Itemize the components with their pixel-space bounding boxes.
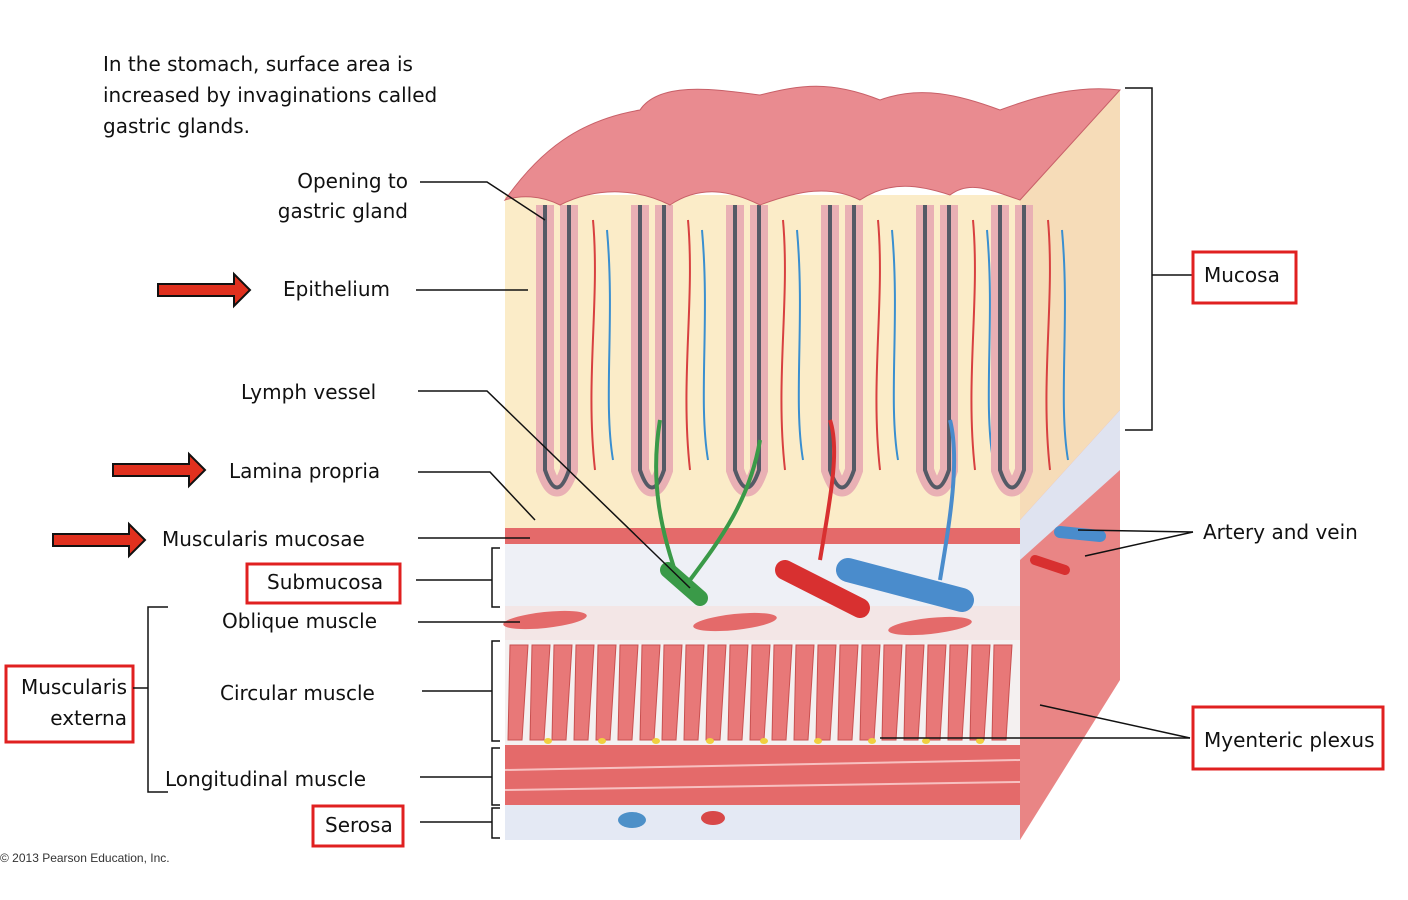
serosa-vein — [618, 812, 646, 828]
highlight-box-myenteric-plexus — [1191, 705, 1385, 771]
longitudinal-muscle-layer — [505, 745, 1020, 805]
label-lamina-propria: Lamina propria — [229, 459, 380, 483]
arrow-epithelium-icon — [157, 271, 252, 309]
muscle-fiber-bundle — [683, 644, 705, 741]
highlight-box-serosa — [311, 804, 405, 848]
serosa-layer — [505, 805, 1020, 840]
label-serosa: Serosa — [325, 813, 393, 837]
leader-line-lymph-vessel — [418, 390, 691, 589]
muscle-fiber-bundle — [617, 644, 639, 741]
arrow-lamina-propria-icon — [112, 451, 207, 489]
muscle-fiber-bundle — [815, 644, 837, 741]
tissue-block-illustration — [503, 85, 1122, 840]
muscle-fiber-bundle — [573, 644, 595, 741]
muscle-fiber-bundle — [793, 644, 815, 741]
bracket-circular-muscle — [491, 640, 500, 742]
muscle-fiber-bundle — [661, 644, 683, 741]
serosa-artery — [701, 811, 725, 825]
copyright-notice: © 2013 Pearson Education, Inc. — [0, 851, 170, 865]
label-lymph-vessel: Lymph vessel — [241, 380, 376, 404]
muscle-fiber-bundle — [705, 644, 727, 741]
label-oblique-muscle: Oblique muscle — [222, 609, 377, 633]
leader-line-opening — [420, 181, 546, 221]
bracket-mucosa — [1125, 87, 1153, 431]
muscle-fiber-bundle — [529, 644, 551, 741]
label-muscularis-externa-line-1: Muscularis — [21, 675, 127, 699]
label-circular-muscle: Circular muscle — [220, 681, 375, 705]
muscle-fiber-bundle — [881, 644, 903, 741]
bracket-muscularis-externa — [147, 606, 168, 793]
label-opening-line-2: gastric gland — [278, 199, 408, 223]
label-longitudinal-muscle: Longitudinal muscle — [165, 767, 366, 791]
muscularis-mucosae-layer — [505, 528, 1020, 544]
leader-line-lamina-propria — [418, 471, 536, 521]
muscle-fiber-bundle — [727, 644, 749, 741]
highlight-box-muscularis-externa — [4, 664, 135, 744]
highlight-box-submucosa — [245, 562, 402, 605]
bracket-serosa — [491, 807, 500, 839]
bracket-submucosa — [491, 547, 500, 608]
label-muscularis-mucosae: Muscularis mucosae — [162, 527, 365, 551]
intro-line-2: increased by invaginations called — [103, 83, 437, 107]
intro-line-1: In the stomach, surface area is — [103, 52, 413, 76]
bracket-longitudinal-muscle — [491, 747, 500, 806]
label-muscularis-externa-line-2: externa — [50, 706, 127, 730]
intro-line-3: gastric glands. — [103, 114, 250, 138]
muscle-fiber-bundle — [551, 644, 573, 741]
mucosal-surface — [503, 85, 1122, 206]
label-opening-line-1: Opening to — [297, 169, 408, 193]
vein — [836, 558, 974, 612]
muscle-fiber-bundle — [947, 644, 969, 741]
muscle-fiber-bundle — [925, 644, 947, 741]
label-mucosa: Mucosa — [1204, 263, 1280, 287]
muscle-fiber-bundle — [771, 644, 793, 741]
label-submucosa: Submucosa — [267, 570, 383, 594]
label-epithelium: Epithelium — [283, 277, 390, 301]
muscle-fiber-bundle — [595, 644, 617, 741]
muscle-fiber-bundle — [969, 644, 991, 741]
arrow-muscularis-mucosae-icon — [52, 521, 147, 559]
muscle-fiber-bundle — [991, 644, 1013, 741]
muscle-fiber-bundle — [507, 644, 529, 741]
artery — [775, 560, 870, 618]
highlight-box-mucosa — [1191, 250, 1298, 305]
muscle-fiber-bundle — [903, 644, 925, 741]
label-myenteric-plexus: Myenteric plexus — [1204, 728, 1375, 752]
muscle-fiber-bundle — [837, 644, 859, 741]
label-artery-vein: Artery and vein — [1203, 520, 1358, 544]
